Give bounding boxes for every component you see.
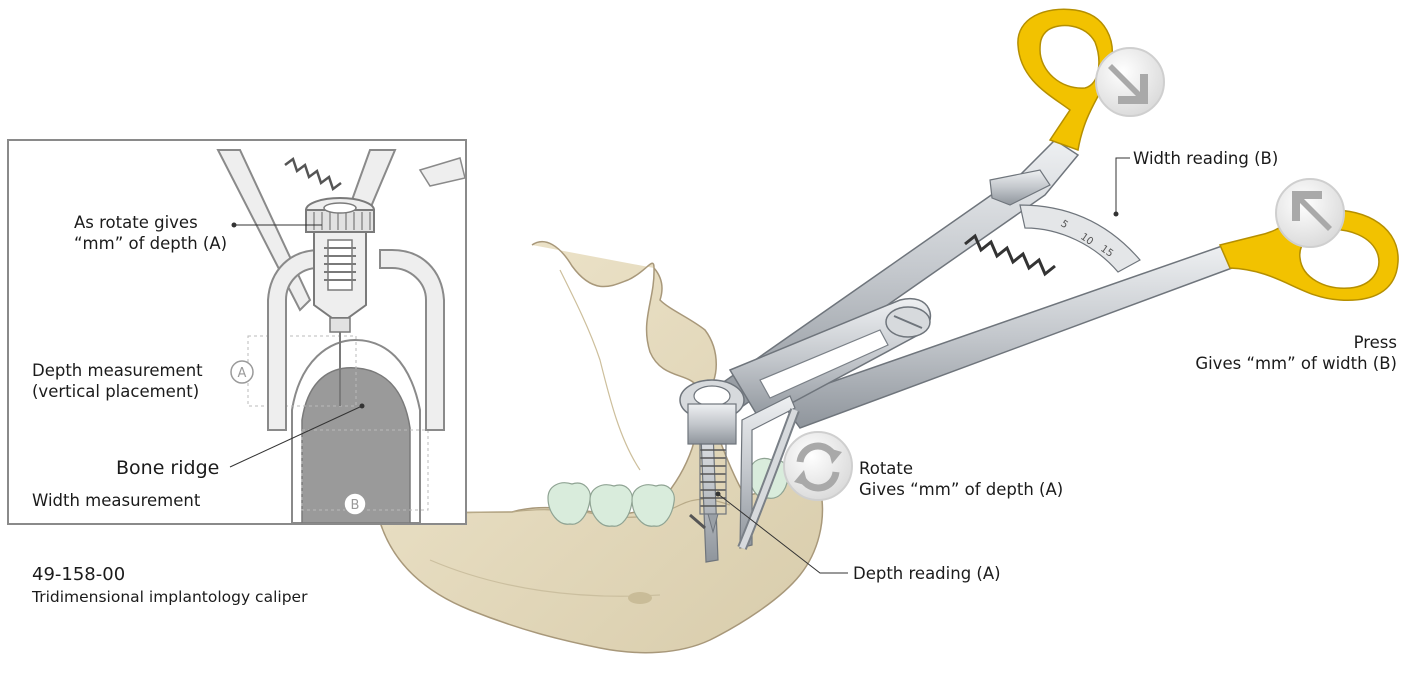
arrow-up-left-icon (1276, 179, 1344, 247)
bone-ridge-label: Bone ridge (116, 457, 219, 479)
inset-rotate-line2: “mm” of depth (A) (74, 233, 227, 254)
width-reading-leader (1116, 158, 1130, 214)
arrow-down-right-icon (1096, 48, 1164, 116)
product-caption: 49-158-00 Tridimensional implantology ca… (32, 563, 307, 608)
inset-rotate-callout: As rotate gives “mm” of depth (A) (74, 212, 227, 254)
inset-rotate-line1: As rotate gives (74, 212, 227, 233)
press-callout: Press Gives “mm” of width (B) (1195, 332, 1397, 374)
inset-depth-line1: Depth measurement (32, 360, 203, 381)
press-line1: Press (1195, 332, 1397, 353)
depth-reading-label: Depth reading (A) (853, 563, 1001, 584)
width-reading-label: Width reading (B) (1133, 148, 1278, 169)
product-code: 49-158-00 (32, 563, 307, 587)
rotate-icon (784, 432, 852, 500)
rotate-line1: Rotate (859, 458, 1063, 479)
rotate-line2: Gives “mm” of depth (A) (859, 479, 1063, 500)
inset-detail: A B (8, 140, 466, 524)
marker-a: A (238, 366, 247, 381)
marker-b: B (351, 498, 360, 513)
press-line2: Gives “mm” of width (B) (1195, 353, 1397, 374)
product-name: Tridimensional implantology caliper (32, 587, 307, 608)
inset-depth-line2: (vertical placement) (32, 381, 203, 402)
rotate-callout: Rotate Gives “mm” of depth (A) (859, 458, 1063, 500)
width-measurement-label: Width measurement (32, 490, 200, 511)
inset-depth-callout: Depth measurement (vertical placement) (32, 360, 203, 402)
